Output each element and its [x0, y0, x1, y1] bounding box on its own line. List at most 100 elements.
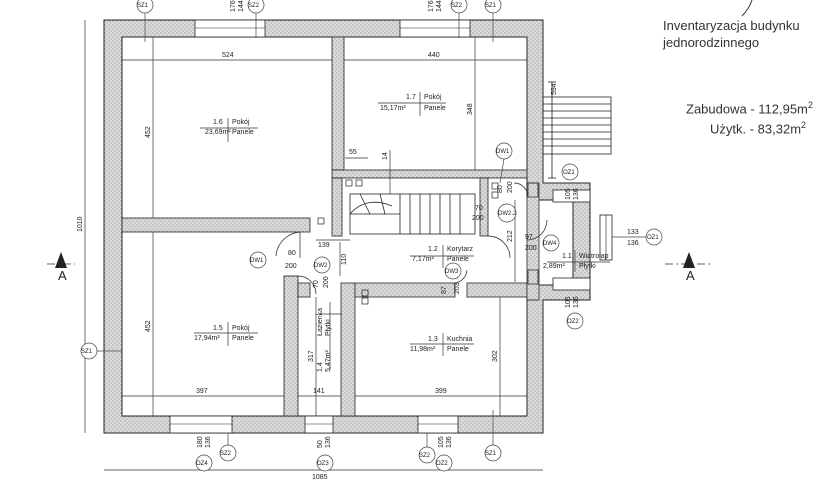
door-dw3-height: 203	[454, 282, 461, 294]
room-1-6-area: 23,69m²	[205, 129, 231, 136]
door-dw2-width: 70	[313, 280, 320, 288]
dim-348: 348	[467, 103, 474, 115]
room-1-1-id: 1.1	[562, 253, 572, 260]
room-1-7-area: 15,17m²	[380, 105, 406, 112]
win-tr-width: 176	[428, 0, 435, 12]
win-br-width: 105	[438, 436, 445, 448]
dim-302: 302	[492, 350, 499, 362]
section-mark-left: A	[58, 268, 67, 283]
dim-110: 110	[341, 254, 348, 265]
svg-text:OZ2: OZ2	[436, 461, 448, 467]
dim-141: 141	[313, 388, 325, 395]
door-dw1-width: 80	[288, 250, 296, 257]
win-bm-width: 50	[317, 440, 324, 448]
door-dw22-width: 70	[475, 205, 483, 212]
dim-212: 212	[507, 230, 514, 242]
win-bl-width: 180	[197, 436, 204, 448]
tag-oz2-right: OZ2	[566, 312, 584, 330]
room-1-5-name: Pokój	[232, 325, 250, 332]
built-area: Zabudowa - 112,95m2	[686, 100, 813, 116]
win-right-height: 136	[627, 240, 639, 247]
svg-text:SZ2: SZ2	[419, 453, 431, 459]
room-1-4-id: 1.4	[317, 362, 324, 372]
svg-text:DW2.2: DW2.2	[498, 211, 517, 217]
tag-dw1-top: DW1	[495, 142, 513, 184]
built-area-sup: 2	[807, 100, 813, 110]
room-1-5-floor: Panele	[232, 335, 254, 342]
room-1-1-name: Wiatrołap	[579, 253, 609, 260]
tag-sz1-left: SZ1	[80, 342, 122, 360]
section-mark-left-arrow	[55, 252, 67, 268]
svg-text:SZ1: SZ1	[485, 3, 497, 9]
tag-sz1-top-left: SZ1	[136, 0, 154, 42]
room-1-6-id: 1.6	[213, 119, 223, 126]
room-1-1-area: 2,89m²	[543, 263, 565, 270]
dim-440: 440	[428, 52, 440, 59]
door-dw4-height: 200	[525, 245, 537, 252]
svg-text:SZ1: SZ1	[485, 451, 497, 457]
svg-text:SZ2: SZ2	[220, 451, 232, 457]
usable-area: Użytk. - 83,32m2	[710, 120, 806, 136]
room-1-3-floor: Panele	[447, 346, 469, 353]
tag-sz2-top-right: SZ2	[450, 0, 468, 38]
win-bl-height: 136	[205, 436, 212, 448]
dim-399: 399	[435, 388, 447, 395]
room-1-2-area: 7,17m²	[412, 256, 434, 263]
svg-text:SZ2: SZ2	[451, 3, 463, 9]
room-1-5-area: 17,94m²	[194, 335, 220, 342]
usable-area-sup: 2	[801, 120, 807, 130]
tag-dw2-2: DW2.2	[497, 203, 517, 223]
dim-1085: 1085	[312, 474, 328, 480]
window-gaps	[169, 19, 613, 434]
room-1-2-id: 1.2	[428, 246, 438, 253]
room-1-3-id: 1.3	[428, 336, 438, 343]
interior-walls	[121, 36, 540, 417]
room-1-4-name: Łazienka	[317, 308, 324, 336]
door-top-width: 80	[497, 185, 504, 193]
win-br-height: 136	[446, 436, 453, 448]
win-oz2-height: 136	[573, 296, 580, 308]
win-oz1-height: 136	[573, 188, 580, 200]
project-title: Inventaryzacja budynku jednorodzinnego	[663, 17, 823, 51]
win-oz2-width: 105	[565, 296, 572, 308]
svg-text:SZ1: SZ1	[81, 349, 93, 355]
svg-text:SZ1: SZ1	[137, 3, 149, 9]
section-mark-right: A	[686, 268, 695, 283]
dim-594: 594	[551, 83, 558, 95]
tag-dw3: DW3	[444, 262, 462, 280]
tag-sz2-top-left: SZ2	[247, 0, 265, 38]
svg-text:OZ3: OZ3	[317, 461, 329, 467]
north-arrow-fragment	[741, 0, 753, 17]
fixtures	[317, 179, 539, 305]
room-1-6-floor: Panele	[232, 129, 254, 136]
svg-text:DW1: DW1	[250, 258, 264, 264]
tag-dw4: DW4	[542, 234, 560, 252]
room-1-4-area: 5,47m²	[325, 350, 332, 372]
svg-text:OZ2: OZ2	[567, 319, 579, 325]
room-1-1-floor: Płytki	[579, 263, 596, 270]
svg-text:OZ1: OZ1	[647, 235, 659, 241]
dim-397: 397	[196, 388, 208, 395]
svg-text:DW2: DW2	[314, 263, 328, 269]
win-tr-height: 144	[436, 0, 443, 12]
door-dw2-height: 200	[323, 276, 330, 288]
door-dw4-width: 97	[525, 234, 533, 241]
svg-text:OZ1: OZ1	[563, 170, 575, 176]
tag-sz1-bottom-right: SZ1	[484, 410, 502, 462]
door-dw3-width: 87	[441, 286, 448, 294]
room-1-5-id: 1.5	[213, 325, 223, 332]
tag-oz3: OZ3	[316, 454, 334, 472]
internal-staircase	[349, 193, 476, 235]
tag-dw1-left: DW1	[249, 251, 267, 269]
tag-sz2-bottom-left: SZ2	[219, 433, 237, 462]
dim-14: 14	[382, 152, 389, 160]
win-right-width: 133	[627, 229, 639, 236]
tag-oz2-bottom: OZ2	[435, 454, 453, 472]
room-1-7-floor: Panele	[424, 105, 446, 112]
room-1-2-name: Korytarz	[447, 246, 474, 253]
tag-dw2: DW2	[313, 256, 331, 274]
door-swings	[275, 182, 548, 295]
dim-1010: 1010	[77, 216, 84, 232]
svg-text:SZ2: SZ2	[248, 3, 260, 9]
